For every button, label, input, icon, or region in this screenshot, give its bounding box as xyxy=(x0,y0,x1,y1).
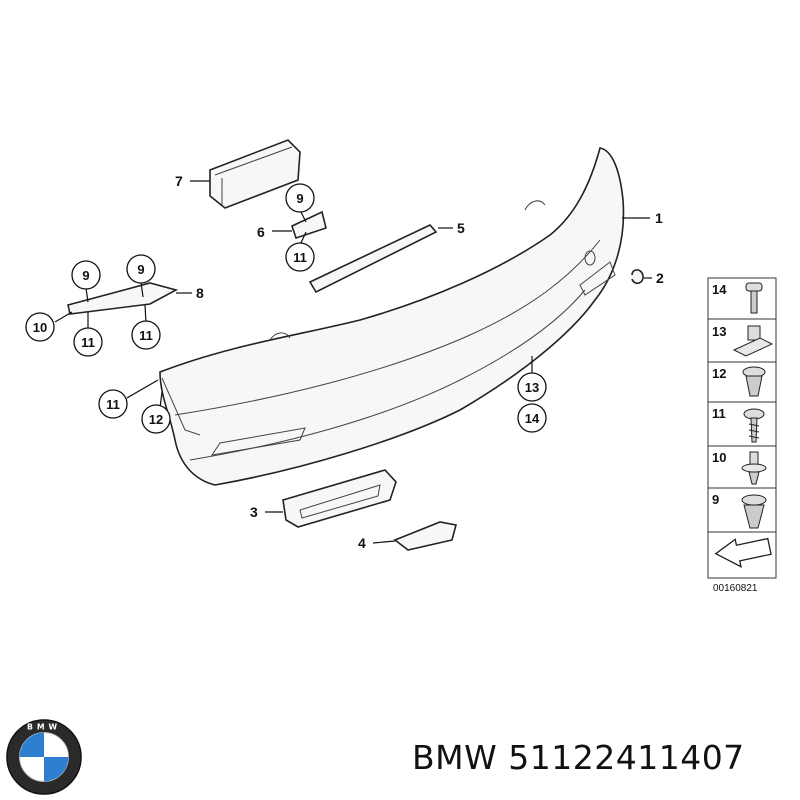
callout-4: 4 xyxy=(358,535,366,551)
svg-text:12: 12 xyxy=(149,412,163,427)
legend-item-12: 12 xyxy=(712,366,726,381)
part-6-bracket xyxy=(291,210,327,240)
svg-text:11: 11 xyxy=(106,397,120,412)
circle-14: 14 xyxy=(517,403,547,433)
tree-clip-icon xyxy=(741,494,767,529)
callout-8: 8 xyxy=(196,285,204,301)
legend-item-9: 9 xyxy=(712,492,719,507)
rear-bumper-part xyxy=(159,147,625,486)
svg-text:14: 14 xyxy=(525,411,540,426)
part-7-box xyxy=(209,139,301,209)
clip-nut-icon xyxy=(732,325,774,357)
part-2-clip xyxy=(631,269,644,285)
callout-2: 2 xyxy=(656,270,664,286)
callout-3: 3 xyxy=(250,504,258,520)
circle-9-b: 9 xyxy=(71,260,101,290)
circle-11-a: 11 xyxy=(285,242,315,272)
circle-9-c: 9 xyxy=(126,254,156,284)
circle-11-c: 11 xyxy=(131,320,161,350)
svg-text:11: 11 xyxy=(293,250,307,265)
svg-text:10: 10 xyxy=(33,320,47,335)
svg-text:9: 9 xyxy=(137,262,144,277)
part-8-bracket xyxy=(67,282,179,315)
bolt-icon xyxy=(745,282,763,314)
svg-text:9: 9 xyxy=(82,268,89,283)
legend-item-14: 14 xyxy=(712,282,727,297)
svg-text:9: 9 xyxy=(296,191,303,206)
circle-11-b: 11 xyxy=(73,327,103,357)
circle-11-d: 11 xyxy=(98,389,128,419)
svg-text:11: 11 xyxy=(139,328,153,343)
circle-9-a: 9 xyxy=(285,183,315,213)
part-3-grille xyxy=(282,469,397,528)
callout-7: 7 xyxy=(175,173,183,189)
part-number-label: BMW 51122411407 xyxy=(412,738,745,777)
part-4-reflector xyxy=(393,521,457,551)
circle-13: 13 xyxy=(517,372,547,402)
leader-lines xyxy=(54,180,652,544)
callout-6: 6 xyxy=(257,224,265,240)
arrow-icon xyxy=(714,537,772,568)
logo-lettering: BMW xyxy=(27,723,61,732)
part-5-strip xyxy=(308,224,438,294)
circle-12: 12 xyxy=(141,404,171,434)
circle-10: 10 xyxy=(25,312,55,342)
legend-item-11: 11 xyxy=(712,406,726,421)
svg-text:11: 11 xyxy=(81,335,95,350)
svg-text:13: 13 xyxy=(525,380,539,395)
fastener-legend: 14 13 12 11 10 9 xyxy=(707,277,777,594)
legend-item-10: 10 xyxy=(712,450,726,465)
screw-icon xyxy=(743,408,765,443)
callout-5: 5 xyxy=(457,220,465,236)
diagram-code: 00160821 xyxy=(713,583,758,594)
legend-item-13: 13 xyxy=(712,324,726,339)
callout-1: 1 xyxy=(655,210,663,226)
push-pin-icon xyxy=(741,451,767,485)
rivet-icon xyxy=(742,366,766,397)
bmw-logo: BMW xyxy=(6,719,82,795)
